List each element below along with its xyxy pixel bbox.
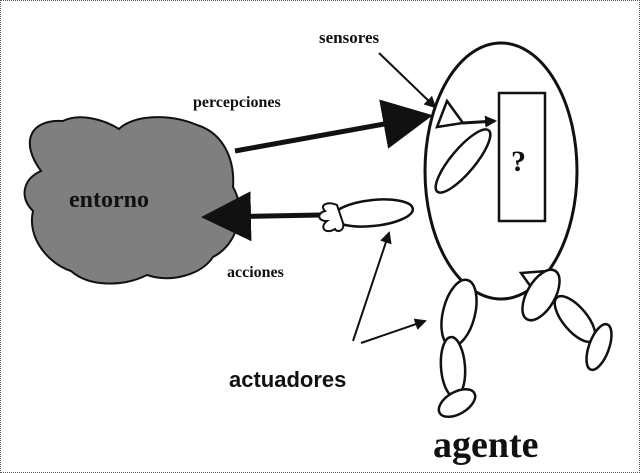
agent-hand bbox=[318, 202, 345, 233]
perceptions-label: percepciones bbox=[193, 94, 281, 111]
internal-arrow bbox=[462, 115, 497, 128]
actuators-pointer-leg bbox=[360, 318, 427, 344]
actuators-label: actuadores bbox=[229, 367, 346, 392]
sensors-label: sensores bbox=[319, 28, 380, 47]
agent-right-foot bbox=[585, 322, 613, 372]
reasoning-box bbox=[497, 91, 547, 223]
environment-label: entorno bbox=[69, 187, 149, 213]
actuators-pointer-arm bbox=[352, 231, 392, 342]
question-mark: ? bbox=[511, 145, 526, 178]
sensors-pointer bbox=[378, 52, 437, 109]
agent-left-foot bbox=[437, 387, 477, 419]
agent-right-thigh bbox=[521, 268, 561, 322]
actions-label: acciones bbox=[227, 264, 284, 281]
agent-label: agente bbox=[433, 424, 539, 466]
actions-arrow bbox=[201, 191, 322, 242]
perceptions-arrow bbox=[234, 99, 433, 154]
agent-left-thigh bbox=[440, 278, 478, 348]
sensor-triangle bbox=[435, 98, 466, 129]
agent-upper-arm bbox=[434, 128, 492, 194]
